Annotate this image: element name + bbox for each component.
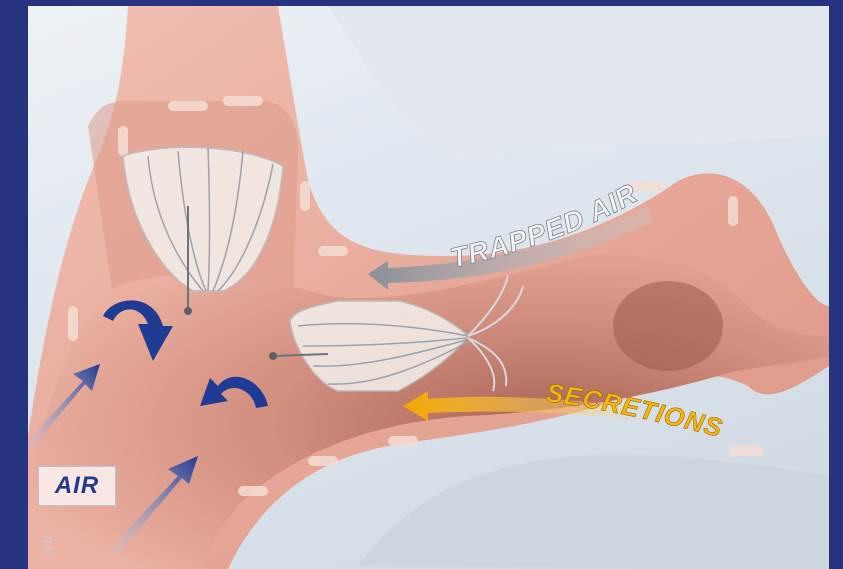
figure-number: 4816 [29, 532, 69, 558]
airway-drawing: TRAPPED AIR SECRETIONS [28, 6, 829, 569]
airway-illustration: TRAPPED AIR SECRETIONS [28, 6, 829, 569]
air-label: AIR [38, 466, 116, 506]
